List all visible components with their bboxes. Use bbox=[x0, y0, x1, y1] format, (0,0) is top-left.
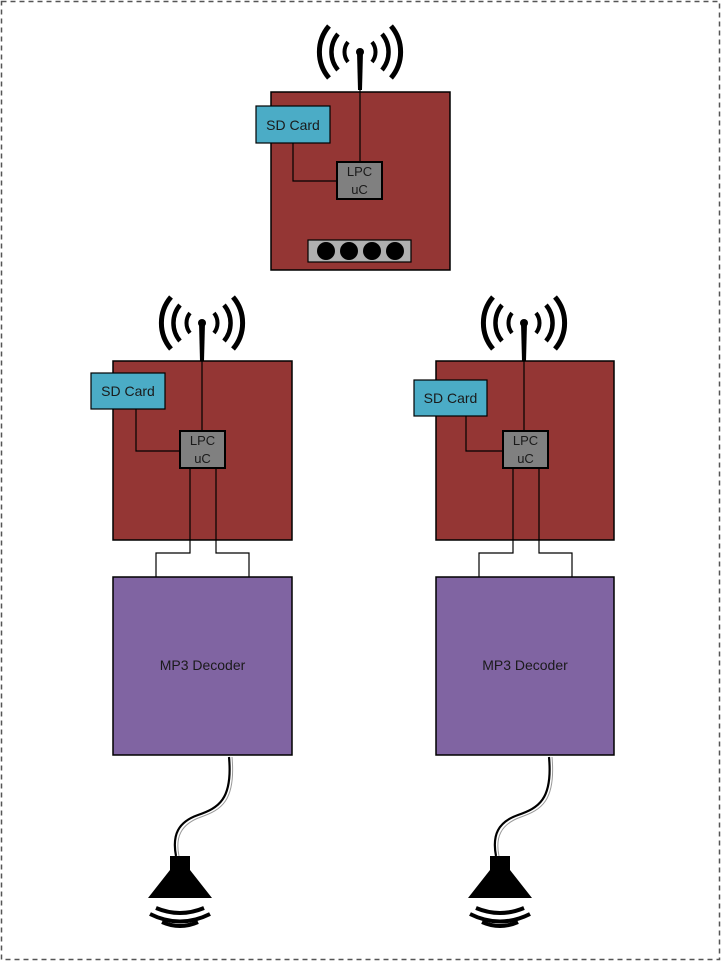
mp3-decoder: MP3 Decoder bbox=[435, 576, 615, 756]
right-node: SD Card LPC uC MP3 Decoder bbox=[413, 297, 615, 928]
speaker-icon bbox=[466, 854, 534, 928]
sd-card-wire bbox=[292, 143, 337, 182]
sd-card-wire bbox=[135, 409, 180, 452]
speaker-cable bbox=[173, 756, 231, 857]
data-wire bbox=[538, 469, 573, 577]
lpc-label-line2: uC bbox=[194, 451, 211, 466]
sd-card-label: SD Card bbox=[101, 383, 155, 399]
lpc-label-line2: uC bbox=[351, 182, 368, 197]
data-wire bbox=[155, 469, 191, 577]
lpc-chip: LPC uC bbox=[502, 430, 549, 469]
lpc-label-line1: LPC bbox=[190, 433, 215, 448]
antenna-icon bbox=[161, 297, 242, 361]
mp3-decoder: MP3 Decoder bbox=[112, 576, 293, 756]
lpc-label-line1: LPC bbox=[347, 164, 372, 179]
sd-card: SD Card bbox=[255, 105, 331, 144]
lpc-label-line2: uC bbox=[517, 451, 534, 466]
speaker-icon bbox=[146, 854, 214, 928]
lpc-label-line1: LPC bbox=[513, 433, 538, 448]
sd-card-wire bbox=[465, 416, 503, 452]
sd-card-label: SD Card bbox=[266, 117, 320, 133]
sd-card: SD Card bbox=[413, 379, 488, 417]
mp3-decoder-label: MP3 Decoder bbox=[160, 657, 246, 673]
antenna-icon bbox=[319, 26, 400, 90]
top-node: SD Card LPC uC bbox=[255, 26, 451, 271]
sd-card-label: SD Card bbox=[424, 390, 478, 406]
data-wire bbox=[478, 469, 514, 577]
connector-icon bbox=[307, 239, 412, 263]
left-node: SD Card LPC uC MP3 Decoder bbox=[90, 297, 293, 928]
antenna-icon bbox=[483, 297, 564, 361]
speaker-cable-highlight bbox=[177, 756, 234, 857]
lpc-chip: LPC uC bbox=[336, 161, 383, 200]
speaker-cable-highlight bbox=[497, 756, 554, 857]
lpc-chip: LPC uC bbox=[179, 430, 226, 469]
sd-card: SD Card bbox=[90, 372, 166, 410]
speaker-cable bbox=[493, 756, 551, 857]
data-wire bbox=[215, 469, 250, 577]
mp3-decoder-label: MP3 Decoder bbox=[482, 657, 568, 673]
